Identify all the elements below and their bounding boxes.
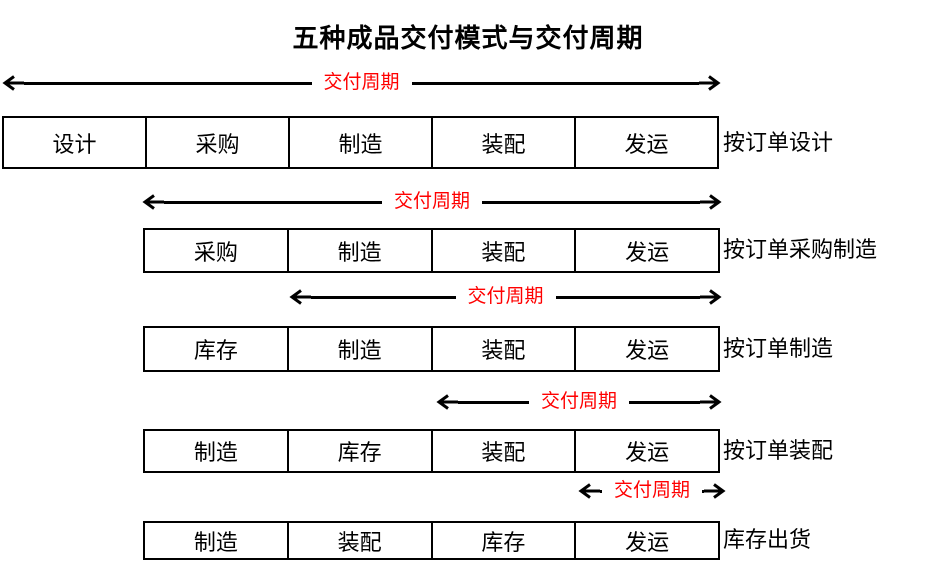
process-box: 制造 [286, 230, 431, 271]
process-box: 装配 [431, 118, 574, 167]
process-box: 库存 [193, 338, 238, 363]
process-row-1: 设计 采购 制造 装配 发运 [2, 116, 719, 169]
cycle-period-label: 交付周期 [614, 480, 691, 501]
cycle-period-label: 交付周期 [467, 286, 544, 307]
arrow-left-head-icon [2, 75, 24, 91]
process-box: 发运 [574, 328, 718, 370]
process-box: 库存 [430, 523, 575, 558]
arrow-shaft [482, 200, 701, 204]
mode-label-assemble-to-order: 按订单装配 [723, 438, 834, 463]
arrow-shaft [311, 295, 456, 299]
arrow-left-head-icon [578, 483, 600, 499]
arrow-shaft [629, 400, 701, 404]
process-box: 装配 [430, 328, 575, 370]
arrow-left-head-icon [289, 289, 311, 305]
arrow-shaft [24, 81, 312, 85]
cycle-arrow-4: 交付周期 [436, 391, 722, 412]
cycle-period-label: 交付周期 [323, 72, 400, 93]
arrow-left-head-icon [142, 194, 164, 210]
process-box: 设计 [52, 131, 97, 157]
process-box: 制造 [193, 529, 238, 555]
cycle-period-label: 交付周期 [394, 191, 471, 212]
process-row-2: 采购 制造 装配 发运 [143, 228, 720, 273]
mode-label-design-to-order: 按订单设计 [723, 130, 834, 155]
cycle-arrow-1: 交付周期 [2, 72, 721, 93]
arrow-shaft [555, 295, 701, 299]
diagram-title: 五种成品交付模式与交付周期 [292, 24, 644, 53]
process-box: 制造 [193, 440, 238, 465]
arrow-shaft [164, 200, 382, 204]
arrow-shaft [600, 489, 602, 493]
process-row-4: 制造 库存 装配 发运 [143, 429, 720, 473]
process-box: 制造 [286, 328, 431, 370]
process-box: 库存 [286, 431, 431, 471]
process-box: 发运 [574, 431, 718, 471]
cycle-arrow-3: 交付周期 [289, 286, 722, 307]
process-box: 装配 [430, 230, 575, 271]
arrow-right-head-icon [700, 289, 722, 305]
process-row-5: 制造 装配 库存 发运 [143, 521, 720, 560]
mode-label-ship-from-stock: 库存出货 [723, 527, 812, 552]
process-box: 发运 [574, 523, 718, 558]
process-box: 装配 [430, 431, 575, 471]
arrow-right-head-icon [699, 75, 721, 91]
arrow-shaft [411, 81, 700, 85]
arrow-right-head-icon [704, 483, 726, 499]
process-row-3: 库存 制造 装配 发运 [143, 326, 720, 372]
mode-label-purchase-make-to-order: 按订单采购制造 [723, 237, 878, 262]
arrow-right-head-icon [700, 194, 722, 210]
process-box: 发运 [574, 118, 717, 167]
cycle-arrow-2: 交付周期 [142, 191, 722, 212]
arrow-left-head-icon [436, 394, 458, 410]
process-box: 制造 [288, 118, 431, 167]
mode-label-make-to-order: 按订单制造 [723, 336, 834, 361]
arrow-shaft [702, 489, 705, 493]
process-box: 采购 [193, 239, 238, 265]
cycle-arrow-5: 交付周期 [578, 480, 726, 501]
process-box: 装配 [286, 523, 431, 558]
cycle-period-label: 交付周期 [541, 391, 618, 412]
process-box: 发运 [574, 230, 718, 271]
process-box: 采购 [145, 118, 288, 167]
arrow-shaft [458, 400, 529, 404]
arrow-right-head-icon [700, 394, 722, 410]
